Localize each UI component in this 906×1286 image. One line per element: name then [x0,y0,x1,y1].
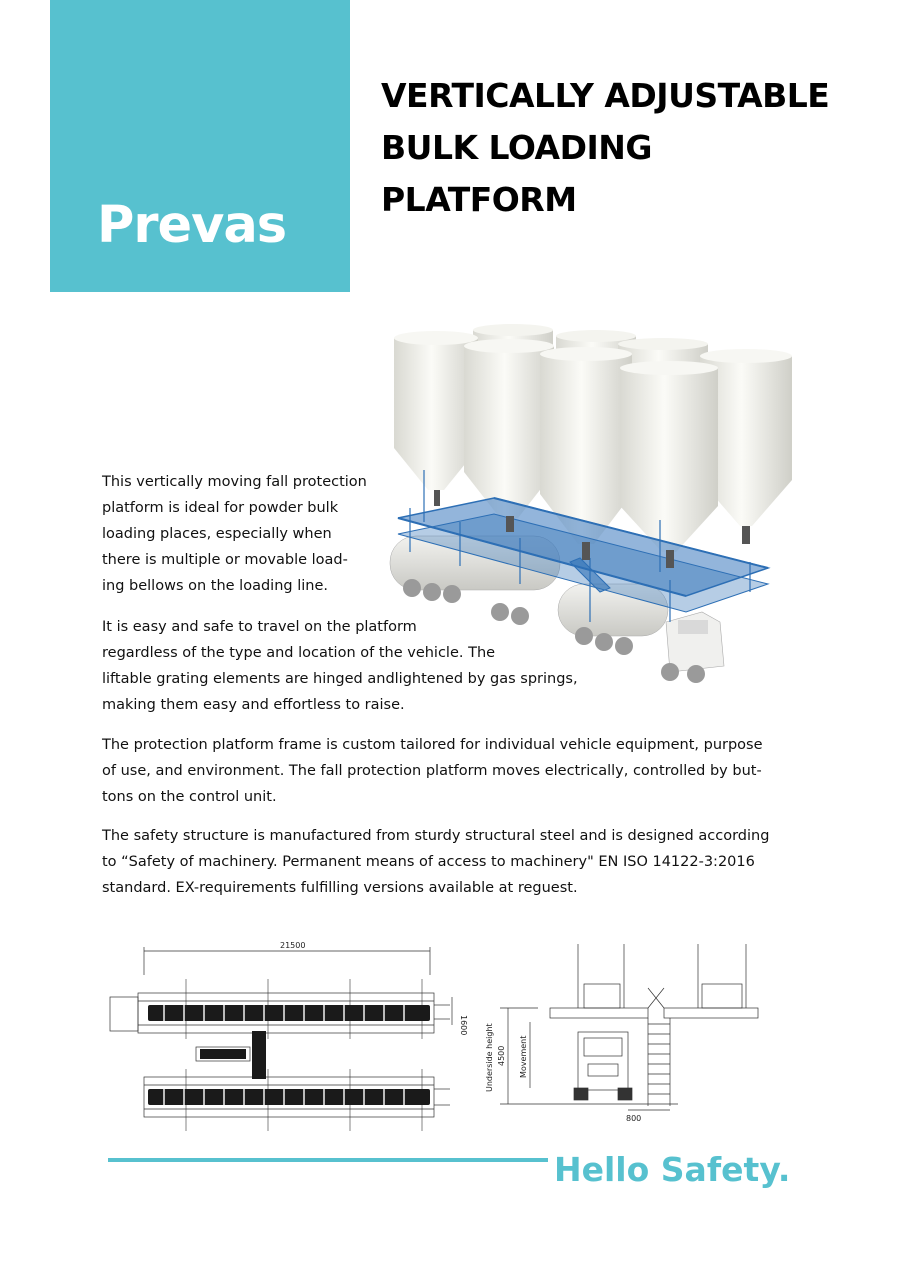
title-line: VERTICALLY ADJUSTABLE [381,76,830,115]
paragraph-line: there is multiple or movable load- [102,552,348,568]
paragraph-line: standard. EX-requirements fulfilling ver… [102,880,578,896]
prevas-logo: Prevas [97,196,287,255]
plan-length-dimension: 21500 [280,941,305,950]
paragraph-line: platform is ideal for powder bulk [102,500,339,516]
section-view-drawing: Underside height 4500 Movement 800 [485,944,759,1123]
plan-view-drawing: 21500 1600 [109,941,468,1131]
width-value: 800 [626,1114,641,1123]
paragraph-line: liftable grating elements are hinged and… [102,671,578,687]
paragraph-line: tons on the control unit. [102,789,277,805]
paragraph-line: It is easy and safe to travel on the pla… [102,619,417,635]
safety-paragraph: The safety structure is manufactured fro… [102,823,769,901]
paragraph-line: ing bellows on the loading line. [102,578,328,594]
footer-slogan: Hello Safety. [554,1150,791,1189]
travel-paragraph: It is easy and safe to travel on the pla… [102,614,578,718]
title-line: BULK LOADING [381,128,652,167]
silo-platform-illustration [389,324,792,683]
loading-bellows [434,490,750,568]
silo-front-row [394,331,792,552]
footer-divider [108,1158,548,1162]
grating-strip [148,1089,430,1105]
paragraph-line: to “Safety of machinery. Permanent means… [102,854,755,870]
paragraph-line: of use, and environment. The fall protec… [102,763,762,779]
paragraph-line: The protection platform frame is custom … [102,737,763,753]
paragraph-line: loading places, especially when [102,526,332,542]
plan-side-dimension: 1600 [459,1015,468,1035]
movement-label: Movement [519,1036,528,1078]
frame-paragraph: The protection platform frame is custom … [102,732,763,810]
page-title: VERTICALLY ADJUSTABLE BULK LOADING PLATF… [381,70,830,226]
paragraph-line: making them easy and effortless to raise… [102,697,405,713]
height-value: 4500 [497,1046,506,1066]
intro-paragraph: This vertically moving fall protection p… [102,469,367,599]
brand-block: Prevas [50,0,350,292]
paragraph-line: The safety structure is manufactured fro… [102,828,770,844]
paragraph-line: This vertically moving fall protection [102,474,367,490]
title-line: PLATFORM [381,180,577,219]
paragraph-line: regardless of the type and location of t… [102,645,496,661]
grating-strip [148,1005,430,1021]
underside-height-label: Underside height [485,1023,494,1092]
